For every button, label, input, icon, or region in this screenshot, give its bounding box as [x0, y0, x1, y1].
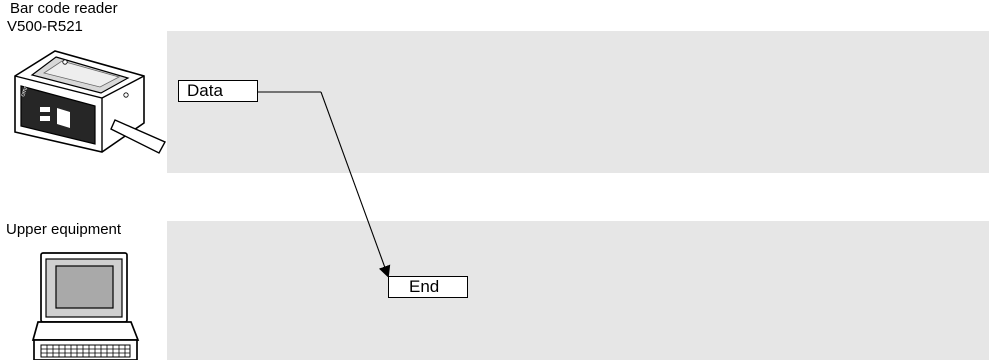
keyboard-keys — [40, 344, 131, 358]
upper-equipment-lane — [167, 221, 989, 360]
bar-code-reader-name: Bar code reader — [10, 0, 118, 17]
keyboard-key-grid — [41, 345, 130, 357]
bar-code-reader-lane — [167, 31, 989, 173]
reader-indicator-bottom — [40, 116, 50, 121]
reader-window — [43, 60, 121, 88]
data-message-box: Data — [178, 80, 258, 102]
omron-brand-mark: omron — [20, 80, 31, 98]
upper-equipment-label: Upper equipment — [6, 221, 122, 238]
reader-indicator-top — [40, 107, 50, 112]
barcode-reader-icon: omron — [14, 50, 166, 154]
computer-terminal-icon — [31, 252, 140, 360]
bar-code-reader-model: V500-R521 — [7, 18, 83, 35]
monitor-screen — [55, 265, 114, 309]
reader-cable — [110, 119, 166, 154]
end-message-box: End — [388, 276, 468, 298]
computer-base — [31, 321, 140, 341]
reader-screw-left — [62, 59, 68, 65]
reader-scan-window — [57, 108, 70, 128]
reader-screw-right — [123, 92, 129, 98]
bar-code-reader-label: Bar code reader V500-R521 — [7, 0, 118, 36]
